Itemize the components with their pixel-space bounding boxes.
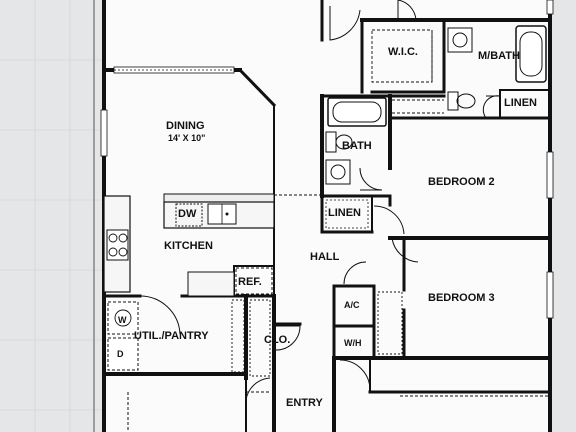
kitchen-dw [175,203,203,227]
bath-tub-basin [332,101,382,123]
range-burners [108,233,128,257]
window-bed2-east [546,151,554,199]
window-dining-west [100,109,108,157]
room-label-util-pantry: UTIL./PANTRY [134,330,209,342]
room-label-linen-master: LINEN [504,97,537,109]
pantry-shelf [231,299,245,373]
room-label-linen-hall: LINEN [328,207,361,219]
window-bed3-east [546,271,554,319]
room-label-kitchen: KITCHEN [164,240,213,252]
wh-closet [332,324,376,360]
label-dw: DW [178,208,197,220]
room-label-wic: W.I.C. [388,46,418,58]
room-label-hall: HALL [310,251,340,263]
outside-grid [0,0,104,432]
room-label-bath: BATH [342,140,372,152]
bed3-closet [377,291,403,355]
room-label-mbath: M/BATH [478,50,520,62]
outside-right [551,0,576,432]
room-label-bedroom2: BEDROOM 2 [428,176,495,188]
room-label-dining: DINING [166,120,205,132]
label-dryer: D [117,349,124,359]
linen-shelf [325,199,369,229]
bath-tub [327,97,387,127]
cased-openings [127,99,550,432]
dryer [107,337,139,371]
clo-shelf [249,299,271,377]
mbath-tub [515,25,547,83]
mbath-toilet-tank [447,91,459,111]
ref-space [235,267,273,295]
label-ref: REF. [238,276,262,288]
room-label-bedroom3: BEDROOM 3 [428,292,495,304]
bath-sink [330,164,346,180]
outside-left [0,0,104,432]
label-wh: W/H [344,338,362,348]
bath-toilet-tank [325,131,337,153]
room-label-clo: CLO. [264,334,291,346]
window-master-east [546,0,554,15]
label-ac: A/C [344,300,360,310]
kitchen-bottom-counter [187,271,235,297]
washer [107,301,139,335]
dining-dimensions: 14' X 10" [168,133,206,143]
kitchen-bar [163,193,275,203]
sink-drain [225,212,229,216]
label-washer: W [118,315,127,325]
room-label-entry: ENTRY [286,397,323,409]
wall-dining-angle [237,67,277,108]
kitchen-range [106,229,129,261]
mbath-vanity [447,27,473,53]
door-swings [139,0,501,401]
bath-toilet [335,134,353,150]
mbath-toilet [456,93,476,109]
washer-drum [114,309,132,327]
mbath-sink [452,32,468,48]
mbath-tub-basin [519,31,543,77]
bath-vanity [325,159,351,185]
